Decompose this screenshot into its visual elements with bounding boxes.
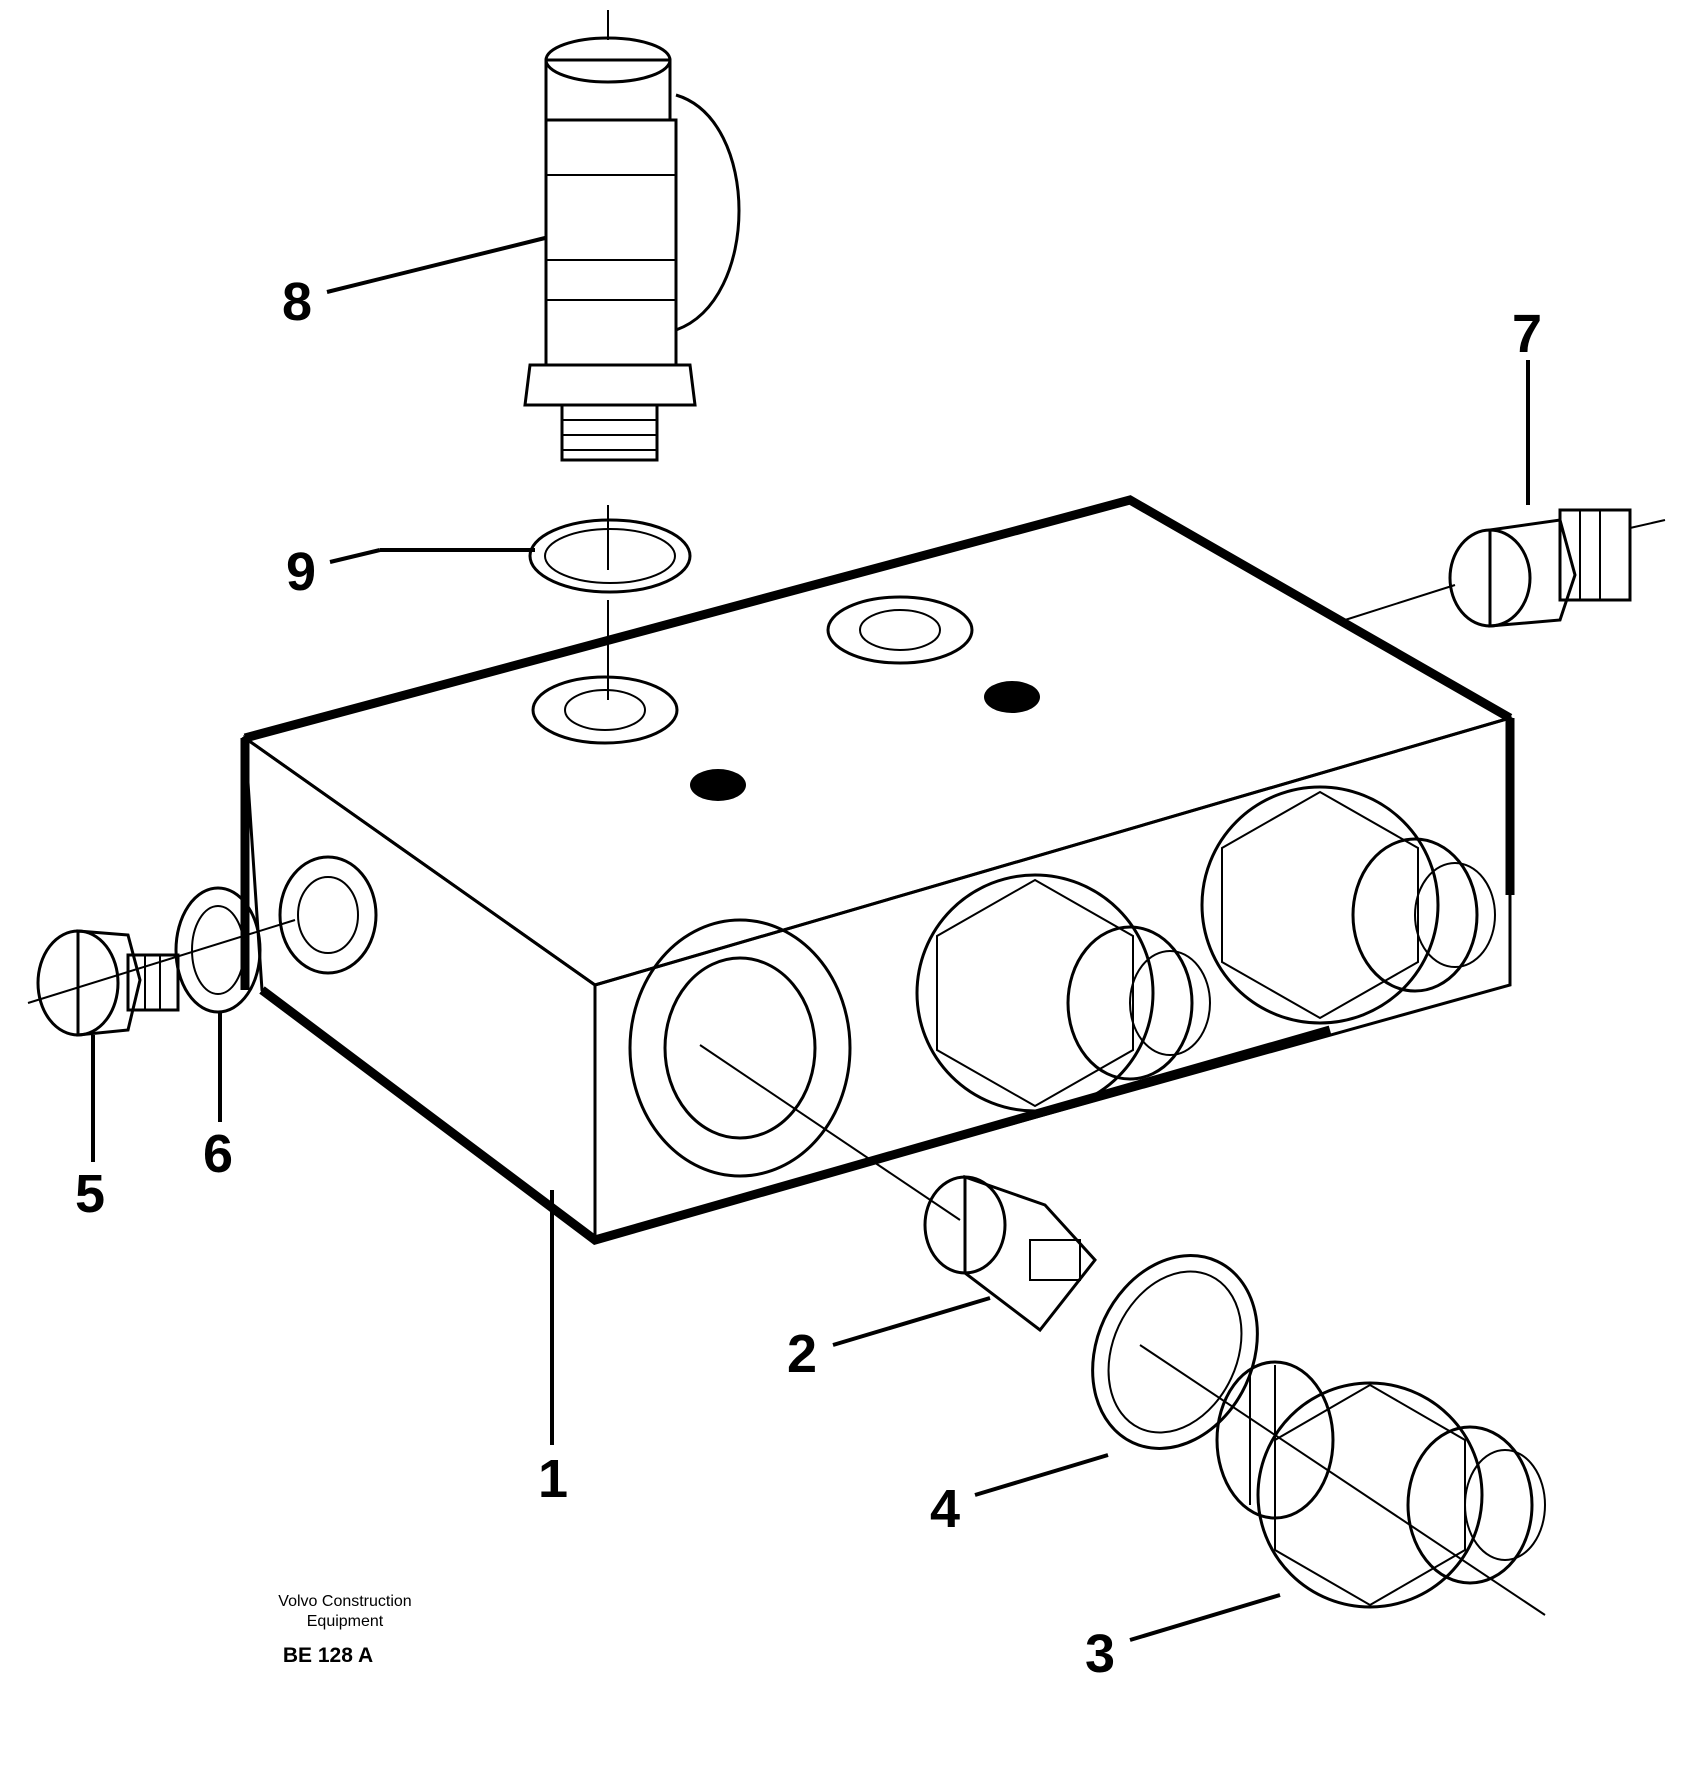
leader-lines [91,236,1530,1642]
callout-9: 9 [286,542,316,602]
callout-4: 4 [930,1479,960,1539]
adapter-3 [1139,1344,1546,1616]
callout-numbers: 8 9 7 5 6 1 2 4 3 [75,272,1542,1684]
callout-1: 1 [538,1449,568,1509]
fitting-7 [1344,508,1666,628]
source-label: Volvo Construction Equipment BE 128 A [278,1593,411,1667]
company-line-2: Equipment [307,1613,384,1630]
callout-6: 6 [203,1124,233,1184]
insert-2 [699,1044,1097,1333]
callout-8: 8 [282,272,312,332]
callout-2: 2 [787,1324,817,1384]
plug-5 [27,919,296,1037]
company-line-1: Volvo Construction [278,1593,411,1610]
valve-block [240,495,1515,1245]
callout-7: 7 [1512,304,1542,364]
callout-3: 3 [1085,1624,1115,1684]
solenoid-valve [523,10,741,462]
seal-ring-9 [528,505,692,700]
seal-ring-4 [1091,1254,1259,1450]
figure-code: BE 128 A [283,1644,373,1667]
callout-5: 5 [75,1164,105,1224]
